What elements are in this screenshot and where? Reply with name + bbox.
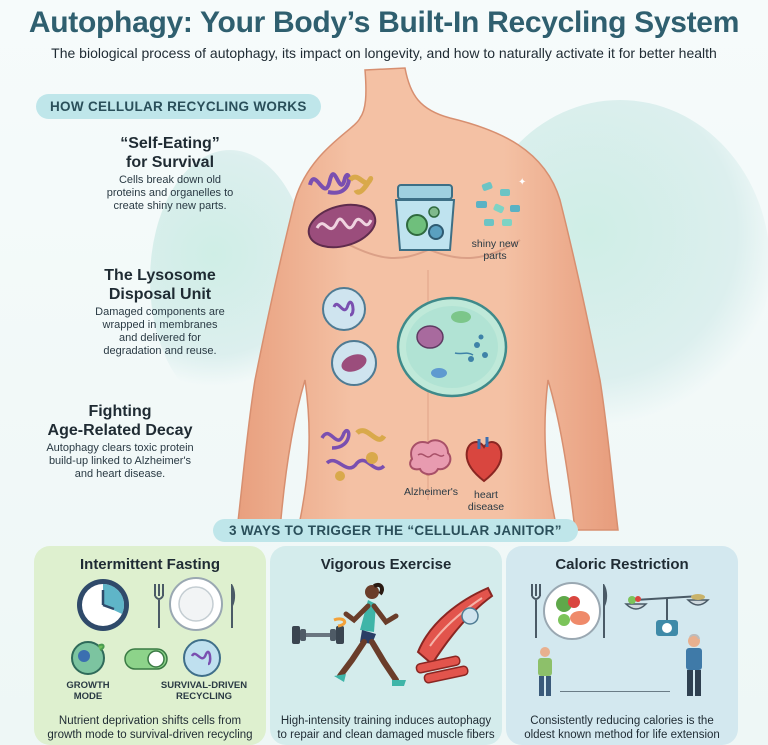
runner-icon [333,583,406,686]
person-icon [538,647,552,696]
growth-mode-label: GROWTH MODE [58,680,118,702]
text-line: Cells break down old [118,174,222,186]
page-subtitle: The biological process of autophagy, its… [51,45,717,61]
label-line: MODE [73,691,103,702]
fork-icon [154,584,164,628]
text-line: build-up linked to Alzheimer's [48,455,192,467]
section-pill-triggers: 3 WAYS TO TRIGGER THE “CELLULAR JANITOR” [213,519,578,542]
text-line: wrapped in membranes [102,319,218,331]
text-line: growth mode to survival-driven recycling [47,729,253,741]
svg-text:✦: ✦ [518,177,526,188]
recycling-machine-icon [394,184,456,251]
text-line: proteins and organelles to [106,187,234,199]
heading-line: Disposal Unit [108,286,212,303]
shiny-new-label-line2: parts [483,250,507,262]
section-lysosome-heading: The Lysosome Disposal Unit [70,266,250,304]
muscle-fiber-icon [415,586,494,684]
toggle-icon[interactable] [124,648,168,670]
text-line: and delivered for [119,332,201,344]
survival-recycling-label: SURVIVAL-DRIVEN RECYCLING [154,680,254,702]
text-line: and heart disease. [74,468,166,480]
section-decay-heading: Fighting Age-Related Decay [35,402,205,440]
heading-line: The Lysosome [104,267,216,284]
card-description: High-intensity training induces autophag… [270,714,502,742]
shiny-parts-icon: ✦ [476,177,526,226]
heart-disease-label: heart disease [456,489,516,513]
label-line: GROWTH [66,680,110,691]
card-description: Nutrient deprivation shifts cells from g… [34,714,266,742]
recycling-cell-icon [183,639,221,677]
text-line: create shiny new parts. [113,200,227,212]
text-line: oldest known method for life extension [524,729,720,741]
amyloid-plaque-icon [320,428,387,481]
person-icon [686,634,702,696]
food-plate-icon [531,582,608,640]
text-line: to repair and clean damaged muscle fiber… [277,729,495,741]
heading-line: Fighting [88,403,152,420]
text-line: Consistently reducing calories is the [530,715,714,727]
brain-icon [409,439,452,476]
heading-line: “Self-Eating” [120,135,220,152]
section-self-eating-text: Cells break down old proteins and organe… [100,174,240,213]
torso-illustration [236,67,619,531]
heart-icon [465,437,503,483]
vesicle-icon [331,340,377,386]
card-title: Intermittent Fasting [79,556,220,573]
scale-icon [624,594,710,636]
card-title: Vigorous Exercise [320,556,452,573]
card-description: Consistently reducing calories is the ol… [506,714,738,742]
text-line: Autophagy clears toxic protein [46,442,194,454]
card-title: Caloric Restriction [555,556,689,573]
plate-icon [169,577,223,631]
knife-icon [231,584,236,628]
shiny-new-label-line1: shiny new [471,238,519,250]
heading-line: Age-Related Decay [47,422,193,439]
text-line: degradation and reuse. [103,345,217,357]
timeline-line [560,691,670,692]
text-line: High-intensity training induces autophag… [280,715,492,727]
label-line: SURVIVAL-DRIVEN [160,680,248,691]
card-vigorous-exercise: Vigorous Exercise High-intensity trainin… [270,546,502,745]
heading-line: for Survival [125,154,215,171]
mitochondria-icon [307,203,377,249]
section-pill-recycling: HOW CELLULAR RECYCLING WORKS [36,94,321,119]
section-self-eating-heading: “Self-Eating” for Survival [100,134,240,172]
shiny-new-parts-label: shiny new parts [460,238,530,262]
alzheimers-label: Alzheimer's [404,486,458,498]
clock-icon [77,579,129,631]
protein-tangle-icon [308,172,374,195]
section-lysosome-text: Damaged components are wrapped in membra… [70,306,250,358]
section-decay-text: Autophagy clears toxic protein build-up … [35,442,205,481]
label-line: RECYCLING [176,691,232,702]
growth-cell-icon [71,641,105,675]
text-line: Nutrient deprivation shifts cells from [58,715,242,727]
card-intermittent-fasting: Intermittent Fasting GROWTH MODE SURVIVA… [34,546,266,745]
cell-icon [396,296,508,398]
vesicle-icon [322,287,366,331]
text-line: Damaged components are [95,306,225,318]
card-caloric-restriction: Caloric Restriction Consistently reducin… [506,546,738,745]
heart-label-line1: heart [474,489,498,501]
page-title: Autophagy: Your Body’s Built-In Recyclin… [28,6,740,39]
dumbbell-icon [292,626,344,644]
heart-label-line2: disease [467,501,505,513]
